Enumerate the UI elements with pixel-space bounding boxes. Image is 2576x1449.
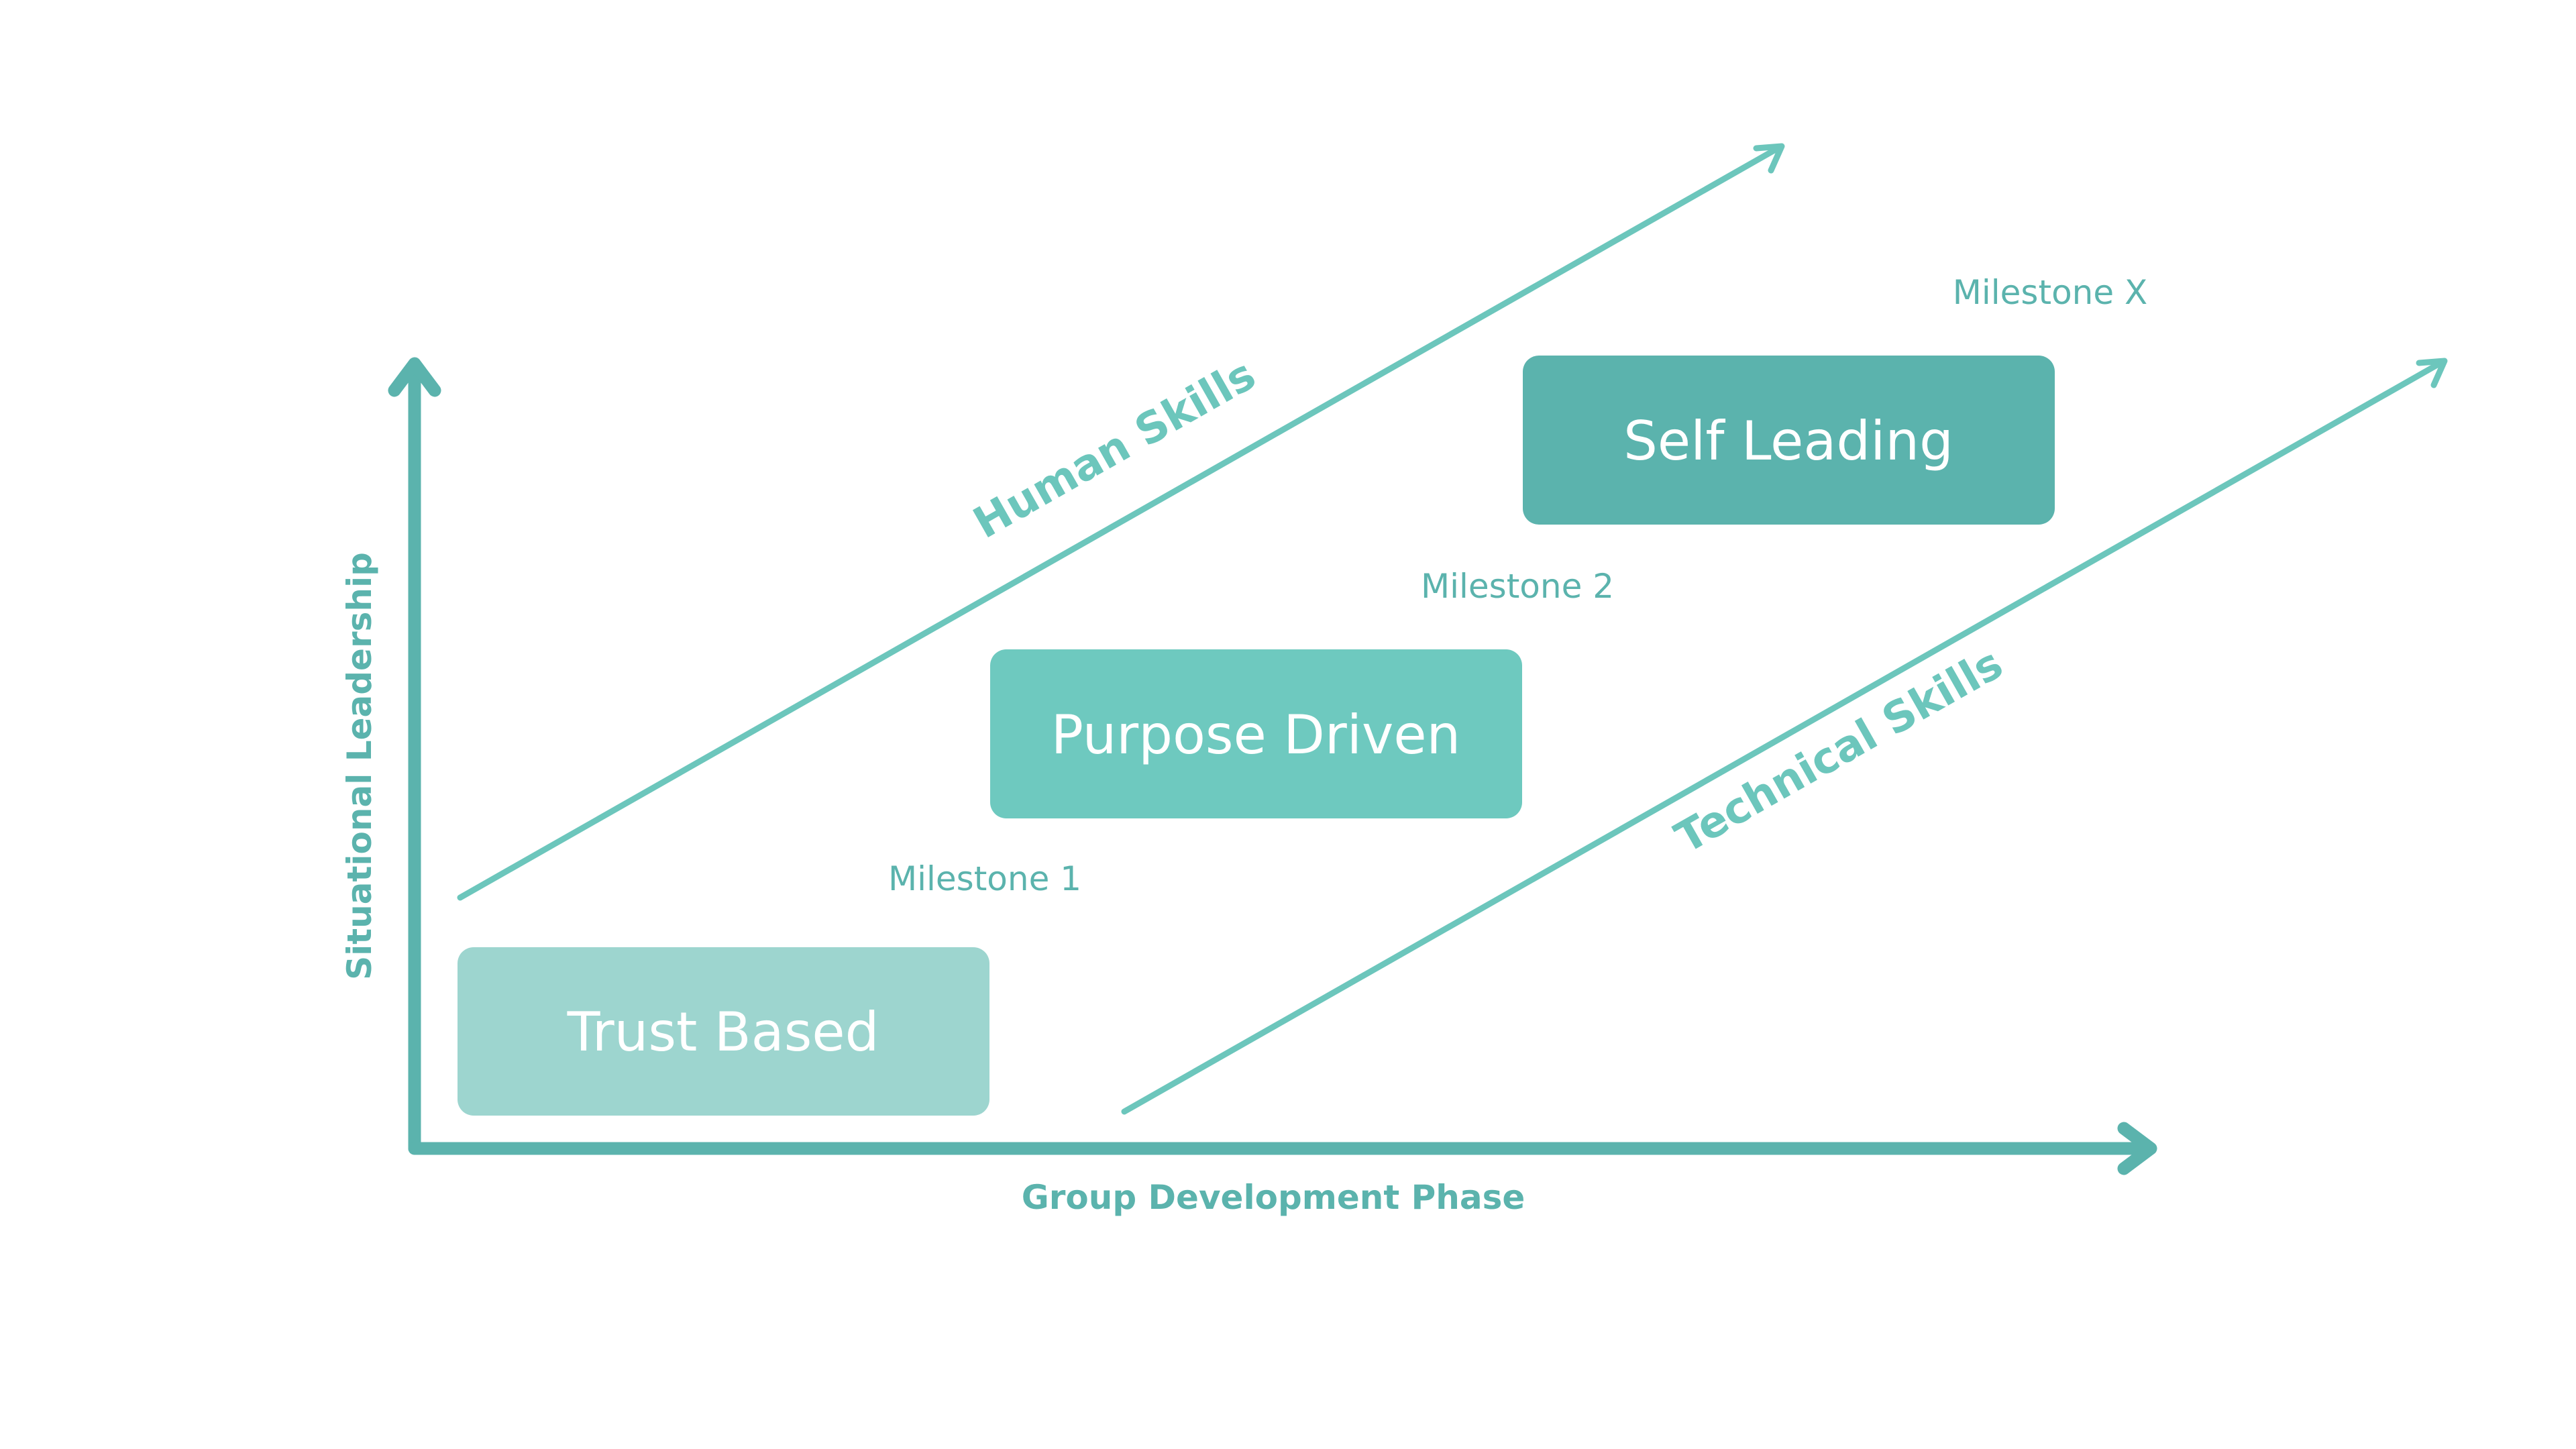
- stage-label-self-leading: Self Leading: [1623, 410, 1953, 472]
- technical-skills-label: Technical Skills: [1667, 639, 2011, 863]
- x-axis: [408, 1122, 2157, 1175]
- milestone-1-label: Milestone 1: [888, 859, 1081, 898]
- human-skills-line: [457, 144, 1782, 901]
- stage-box-purpose-driven: [990, 649, 1522, 818]
- stage-self-leading: Self Leading: [1523, 356, 2055, 525]
- technical-skills-arrowhead: [2416, 358, 2448, 388]
- x-axis-arrowhead: [2117, 1122, 2157, 1175]
- milestone-2-label: Milestone 2: [1421, 567, 1614, 606]
- stage-box-trust-based: [458, 947, 989, 1116]
- stage-box-self-leading: [1523, 356, 2055, 525]
- stage-purpose-driven: Purpose Driven: [990, 649, 1522, 818]
- stage-label-trust-based: Trust Based: [567, 1001, 879, 1063]
- y-axis-arrowhead: [388, 357, 441, 397]
- human-skills-label: Human Skills: [965, 350, 1264, 549]
- y-axis: [388, 357, 441, 1155]
- milestone-x-label: Milestone X: [1953, 273, 2148, 312]
- x-axis-label: Group Development Phase: [1022, 1178, 1525, 1217]
- technical-skills-arrow: [1121, 358, 2448, 1115]
- human-skills-arrowhead: [1753, 143, 1785, 174]
- y-axis-label: Situational Leadership: [340, 552, 379, 980]
- stage-trust-based: Trust Based: [458, 947, 989, 1116]
- stage-label-purpose-driven: Purpose Driven: [1051, 704, 1460, 766]
- human-skills-arrow: [457, 143, 1785, 901]
- technical-skills-line: [1121, 359, 2445, 1115]
